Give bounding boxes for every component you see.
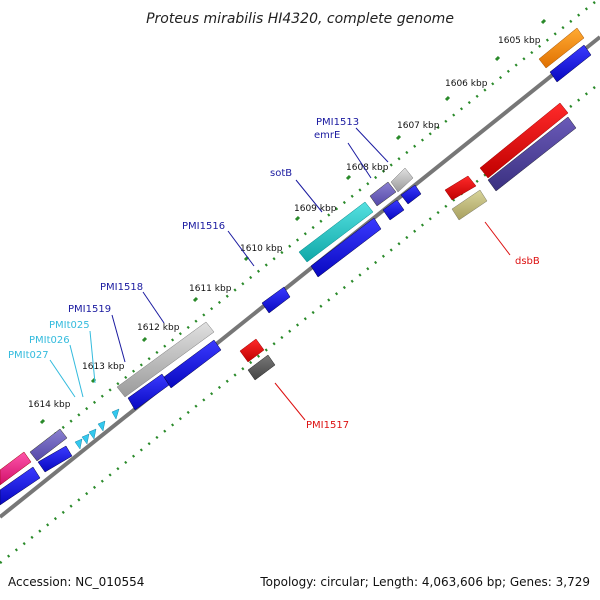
forward-strand-genes — [0, 27, 585, 486]
trna-PMIt026[interactable] — [97, 420, 106, 432]
reverse-strand-genes — [239, 189, 488, 381]
gene-PMI1517[interactable] — [247, 354, 276, 381]
map-title: Proteus mirabilis HI4320, complete genom… — [146, 11, 454, 27]
tick-label: 1607 kbp — [397, 121, 440, 131]
trna-PMIt025[interactable] — [111, 408, 120, 420]
tick-label: 1605 kbp — [498, 36, 541, 46]
tick-labels: 1605 kbp 1606 kbp 1607 kbp 1608 kbp 1609… — [28, 18, 547, 425]
tick-mark — [494, 55, 501, 62]
gene-blue-far-left[interactable] — [0, 466, 41, 506]
tick-mark — [39, 418, 46, 425]
gene-PMI1517-fwd[interactable] — [261, 286, 291, 314]
tick-label: 1613 kbp — [82, 362, 125, 372]
tick-mark — [345, 174, 352, 181]
label-dsbB: dsbB — [515, 256, 540, 267]
tick-mark — [294, 215, 301, 222]
tick-label: 1609 kbp — [294, 204, 337, 214]
backbone-line — [0, 35, 600, 519]
label-emrE: emrE — [314, 130, 340, 141]
gene-orange[interactable] — [538, 27, 585, 69]
gene-emrE[interactable] — [369, 181, 397, 207]
gene-gray-small[interactable] — [390, 167, 414, 193]
label-sotB: sotB — [270, 168, 292, 179]
gene-blue-emrE[interactable] — [382, 199, 405, 221]
gene-pink[interactable] — [0, 451, 32, 486]
gene-slate-left[interactable] — [29, 428, 68, 462]
summary-text: Topology: circular; Length: 4,063,606 bp… — [259, 575, 590, 589]
tick-label: 1611 kbp — [189, 284, 232, 294]
tick-mark — [395, 134, 402, 141]
tick-label: 1608 kbp — [346, 163, 389, 173]
gene-blue-PMI1513[interactable] — [400, 184, 422, 205]
gene-PMI1516[interactable] — [310, 217, 382, 278]
outer-tick-ruler — [0, 0, 600, 479]
tick-label: 1614 kbp — [28, 400, 71, 410]
tick-mark — [444, 95, 451, 102]
tick-mark — [192, 296, 199, 303]
gene-dsbB[interactable] — [451, 189, 488, 221]
tick-label: 1612 kbp — [137, 323, 180, 333]
gene-red-large[interactable] — [479, 102, 569, 179]
gene-blue-small-mid[interactable] — [127, 373, 170, 411]
gene-navy-large[interactable] — [487, 116, 577, 192]
gene-blue-top[interactable] — [549, 44, 592, 83]
gene-sotB[interactable] — [298, 201, 374, 263]
tick-mark — [141, 336, 148, 343]
gene-PMI1518[interactable] — [116, 321, 215, 398]
label-PMI1516: PMI1516 — [182, 221, 225, 232]
callout-lines — [49, 127, 511, 421]
label-PMIt025: PMIt025 — [49, 320, 90, 331]
accession-text: Accession: NC_010554 — [8, 575, 144, 589]
label-PMI1519: PMI1519 — [68, 304, 111, 315]
gene-blue-left[interactable] — [37, 445, 73, 473]
trna-PMIt027a[interactable] — [88, 428, 97, 440]
tick-label: 1606 kbp — [445, 79, 488, 89]
label-PMIt026: PMIt026 — [29, 335, 70, 346]
label-PMIt027: PMIt027 — [8, 350, 49, 361]
gene-red-small[interactable] — [444, 175, 477, 201]
label-PMI1518: PMI1518 — [100, 282, 143, 293]
forward-strand-cds — [0, 44, 592, 506]
tick-label: 1610 kbp — [240, 244, 283, 254]
label-PMI1517: PMI1517 — [306, 420, 349, 431]
trna-PMIt027c[interactable] — [74, 438, 83, 450]
label-PMI1513: PMI1513 — [316, 117, 359, 128]
trna-PMIt027b[interactable] — [81, 433, 90, 445]
gene-labels: PMI1513 emrE sotB PMI1516 PMI1518 PMI151… — [8, 117, 540, 431]
gene-PMI1517-red[interactable] — [239, 338, 265, 363]
tick-mark — [540, 18, 547, 25]
